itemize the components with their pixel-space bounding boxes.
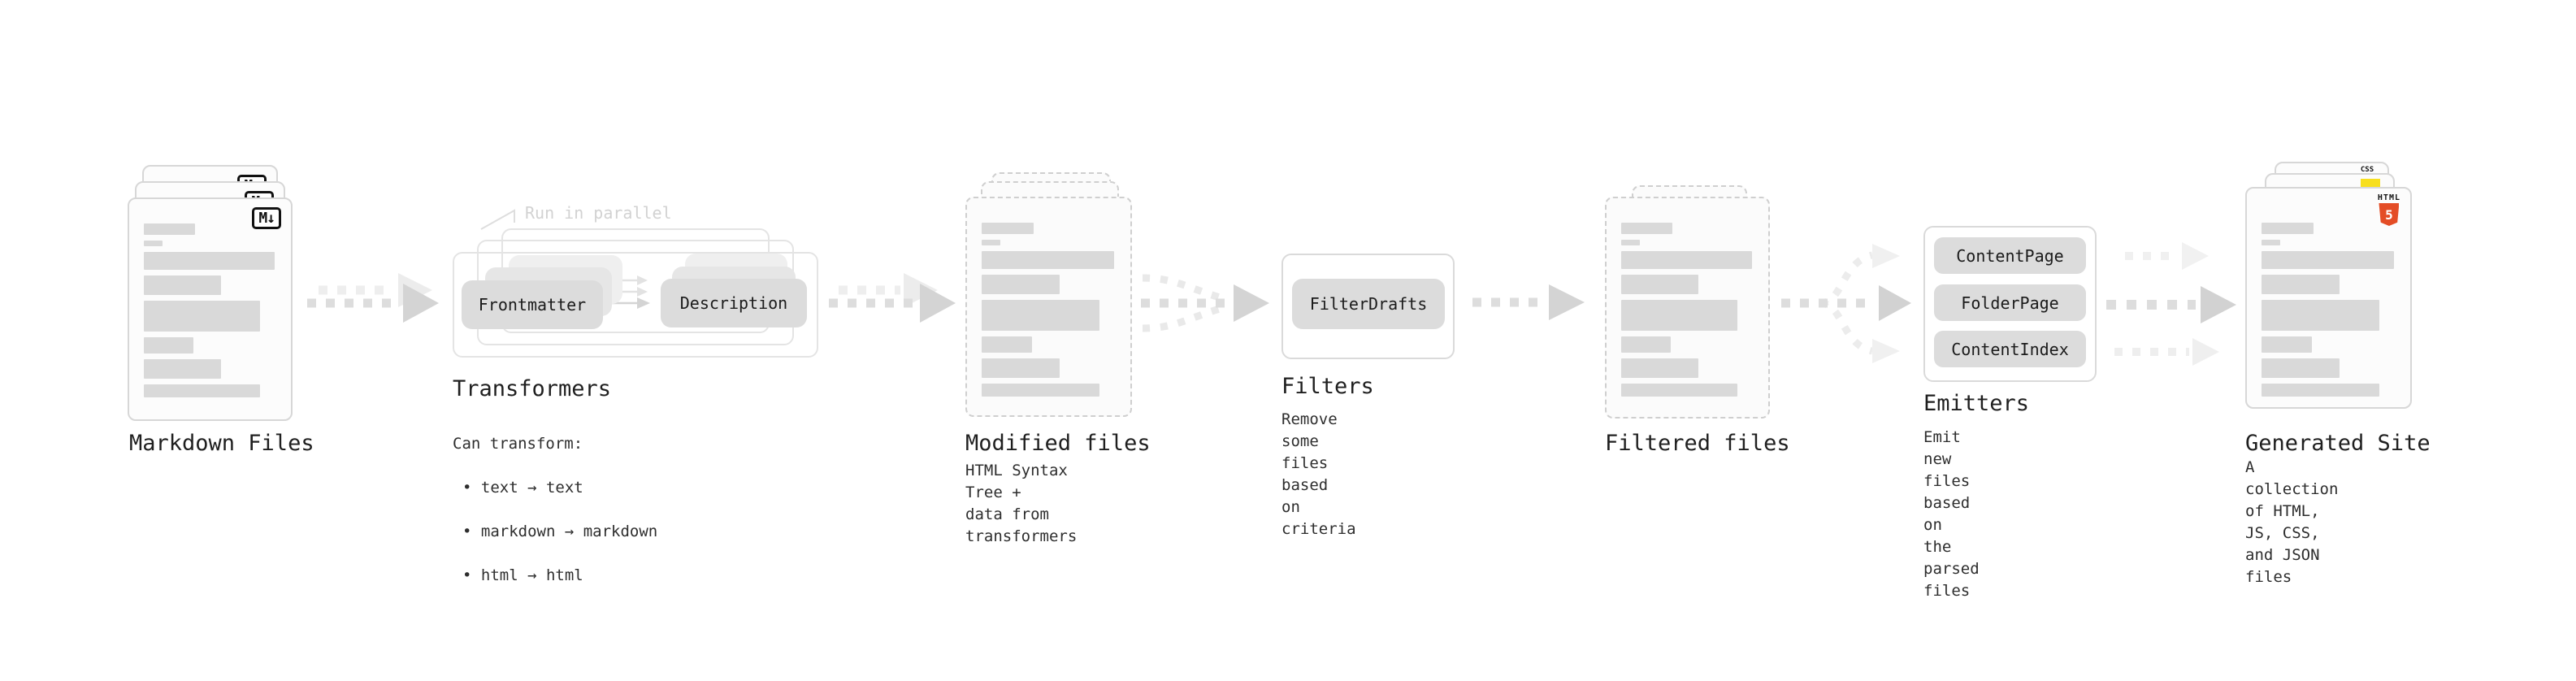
stage-title-generated-site: Generated Site (2245, 431, 2431, 456)
placeholder-bar (1621, 358, 1698, 378)
caption-heading: Can transform: (453, 435, 583, 453)
filtered-file-card-front (1605, 197, 1770, 419)
stage-caption-emitters: Emit new files based on the parsed files (1923, 428, 1980, 600)
placeholder-bar (2262, 300, 2380, 331)
placeholder-bar (2262, 384, 2380, 397)
placeholder-bar (1621, 223, 1672, 234)
file-content-placeholder (1607, 198, 1768, 402)
transformer-layer-box-front (453, 252, 818, 358)
transform-bullet: • markdown → markdown (462, 523, 658, 540)
placeholder-bar (144, 275, 221, 295)
placeholder-bar (1621, 300, 1738, 331)
html5-icon-shield: 5 (2379, 203, 2400, 226)
html5-icon: HTML 5 (2378, 193, 2400, 226)
placeholder-bar (144, 241, 163, 246)
placeholder-bar (2262, 275, 2340, 294)
placeholder-bar (144, 223, 195, 235)
arrow-emitters-to-generated (2106, 242, 2236, 366)
arrow-modified-to-filters (1141, 274, 1269, 332)
stage-caption-modified-files: HTML Syntax Tree + data from transformer… (965, 462, 1078, 545)
placeholder-bar (2262, 251, 2394, 269)
placeholder-bar (982, 300, 1100, 331)
generated-html-file-card: HTML 5 (2245, 187, 2412, 409)
placeholder-bar (1621, 384, 1738, 397)
placeholder-bar (144, 359, 221, 379)
placeholder-bar (982, 358, 1060, 378)
arrow-markdown-to-transformers (307, 273, 439, 323)
placeholder-bar (982, 275, 1060, 294)
run-in-parallel-callout-line (480, 209, 515, 230)
placeholder-bar (982, 240, 1000, 245)
placeholder-bar (2262, 223, 2314, 234)
markdown-icon: M↓ (252, 207, 281, 229)
placeholder-bar (982, 384, 1100, 397)
stage-caption-transformers: Can transform: • text → text • markdown … (453, 411, 657, 609)
stage-caption-generated-site: A collection of HTML, JS, CSS, and JSON … (2245, 458, 2339, 586)
filterdrafts-pill: FilterDrafts (1292, 279, 1445, 329)
placeholder-bar (144, 252, 275, 270)
arrow-filters-to-filtered (1472, 284, 1585, 320)
transform-bullet: • text → text (462, 479, 583, 497)
placeholder-bar (982, 223, 1034, 234)
stage-caption-filters: Remove some files based on criteria (1281, 410, 1356, 538)
description-pill: Description (661, 279, 807, 327)
placeholder-bar (2262, 240, 2280, 245)
arrow-filtered-to-emitters (1781, 244, 1911, 363)
html5-icon-word: HTML (2377, 193, 2400, 202)
folderpage-pill: FolderPage (1934, 284, 2086, 321)
placeholder-bar (2262, 358, 2340, 378)
frontmatter-pill: Frontmatter (462, 280, 603, 329)
stage-title-filtered-files: Filtered files (1605, 431, 1790, 456)
placeholder-bar (2262, 336, 2312, 353)
contentindex-pill: ContentIndex (1934, 331, 2086, 367)
placeholder-bar (1621, 251, 1752, 269)
placeholder-bar (144, 337, 194, 354)
placeholder-bar (144, 384, 261, 397)
placeholder-bar (982, 251, 1114, 269)
transform-bullet: • html → html (462, 566, 583, 584)
arrow-transformers-to-modified (829, 273, 956, 323)
stage-title-markdown-files: Markdown Files (129, 431, 314, 456)
run-in-parallel-label: Run in parallel (525, 203, 672, 223)
file-content-placeholder (2247, 189, 2410, 402)
file-content-placeholder (967, 198, 1130, 402)
placeholder-bar (144, 301, 261, 332)
stage-title-transformers: Transformers (453, 376, 612, 401)
contentpage-pill: ContentPage (1934, 237, 2086, 274)
markdown-file-card-front: M↓ (128, 197, 293, 421)
placeholder-bar (1621, 240, 1640, 245)
stage-title-modified-files: Modified files (965, 431, 1151, 456)
modified-file-card-front (965, 197, 1132, 417)
stage-title-filters: Filters (1281, 374, 1374, 399)
js-icon (2361, 179, 2380, 189)
file-content-placeholder (129, 199, 291, 403)
css-icon-label: CSS (2360, 166, 2374, 174)
placeholder-bar (1621, 275, 1698, 294)
placeholder-bar (982, 336, 1032, 353)
stage-title-emitters: Emitters (1923, 391, 2030, 416)
placeholder-bar (1621, 336, 1672, 353)
